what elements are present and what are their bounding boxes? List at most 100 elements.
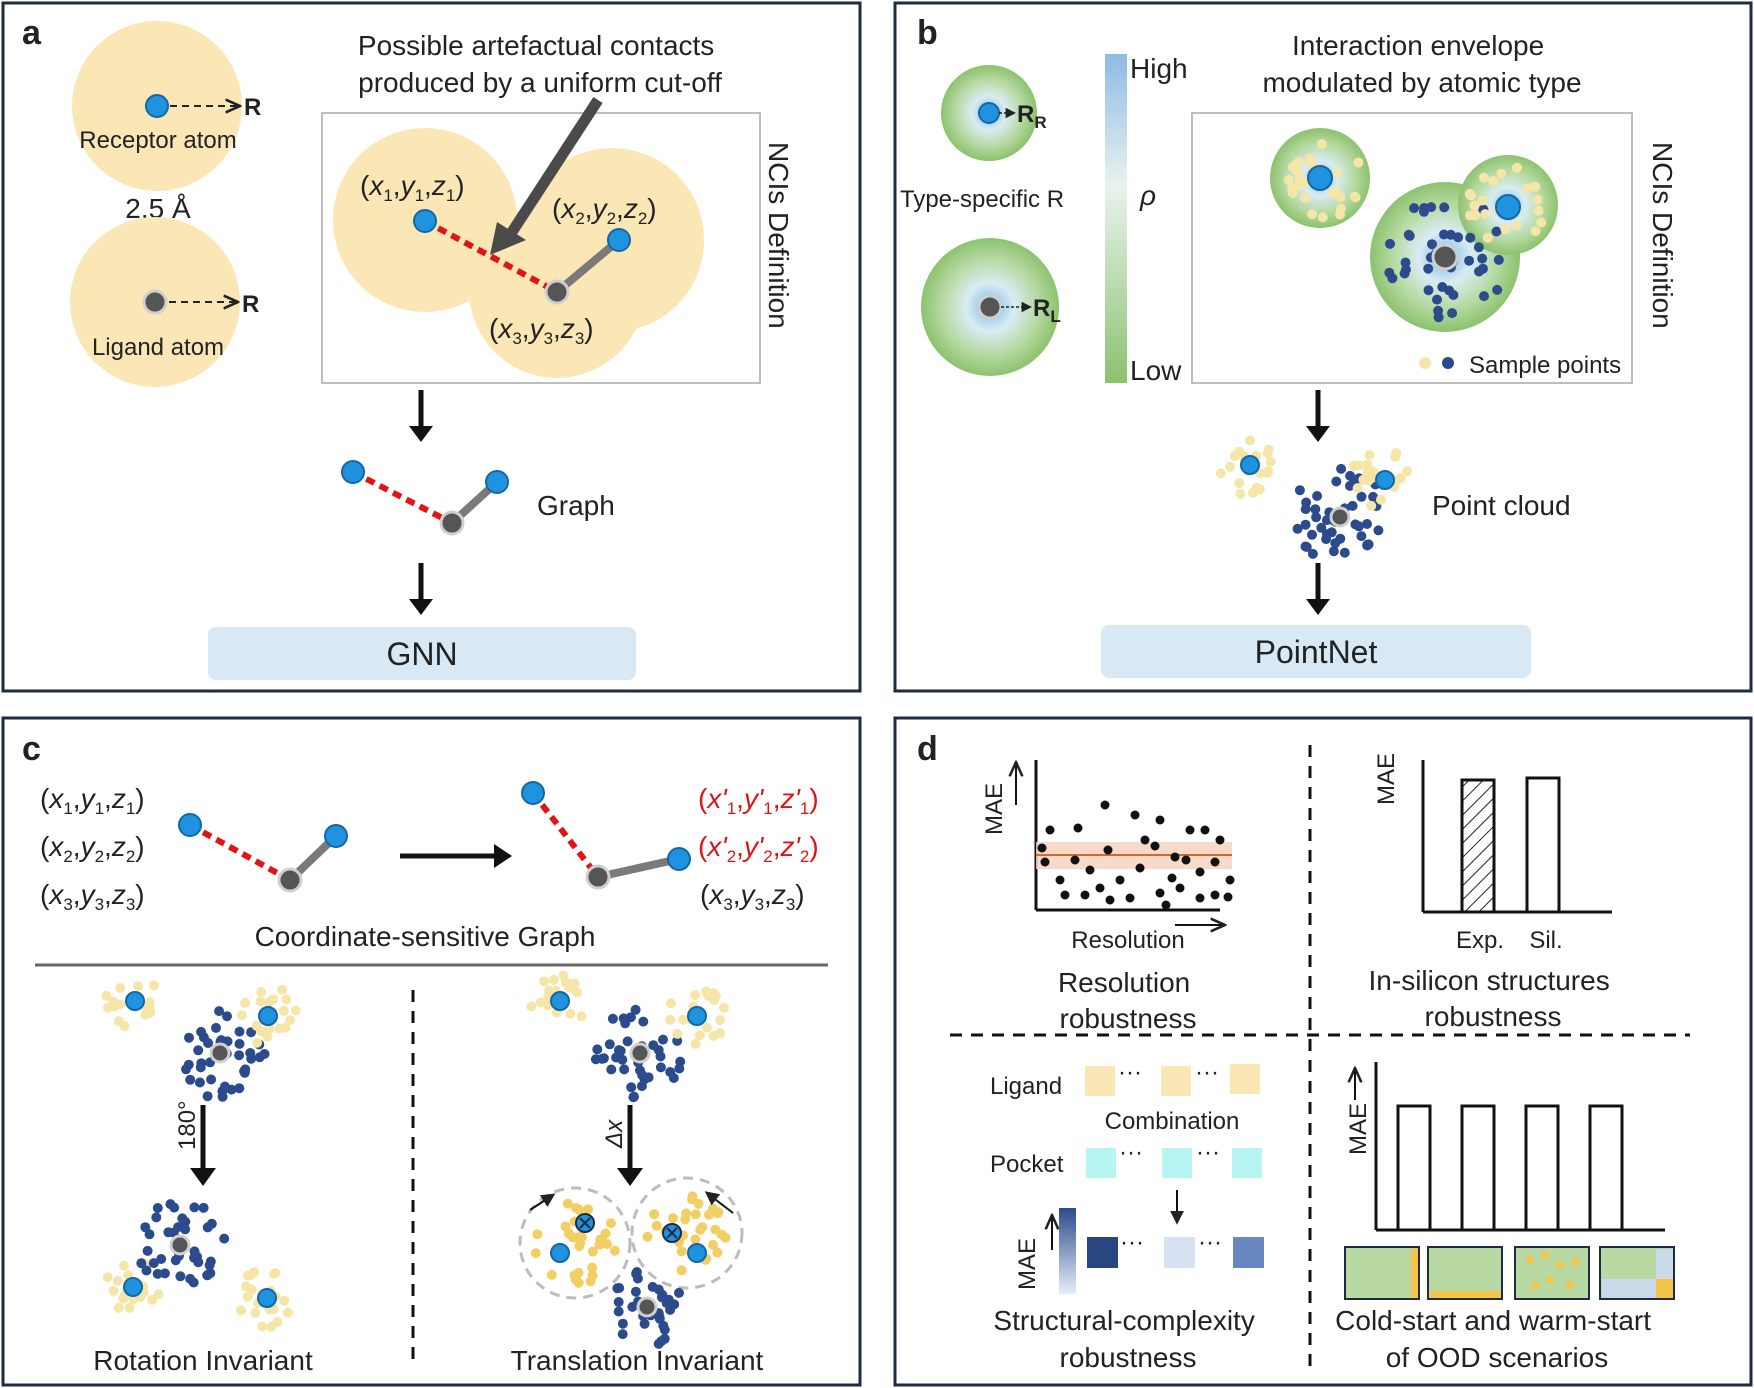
sample-point bbox=[1366, 500, 1377, 511]
sample-point bbox=[277, 984, 288, 995]
resolution-data-point bbox=[1073, 823, 1083, 833]
sample-point bbox=[1473, 242, 1484, 253]
resolution-data-point bbox=[1210, 857, 1220, 867]
ligand-atom-icon bbox=[209, 1042, 231, 1064]
sample-point bbox=[1496, 168, 1507, 179]
sample-point bbox=[246, 1284, 257, 1295]
sample-point bbox=[560, 1221, 571, 1232]
artefact-dashed-bond bbox=[423, 218, 559, 295]
sil-label: Sil. bbox=[1529, 927, 1562, 954]
sample-point bbox=[1536, 217, 1547, 228]
resolution-data-point bbox=[1181, 855, 1191, 865]
panel-c-frame bbox=[1, 716, 862, 1387]
ood-bar-3 bbox=[1524, 1104, 1560, 1232]
complexity-mae-scale bbox=[1059, 1208, 1076, 1294]
artefact-caption-line1: Possible artefactual contacts bbox=[358, 30, 714, 61]
sample-point bbox=[583, 1204, 594, 1215]
sample-point bbox=[1291, 166, 1302, 176]
sample-point bbox=[1350, 192, 1361, 203]
sample-point bbox=[246, 1053, 257, 1064]
artefact-caption-line2: produced by a uniform cut-off bbox=[358, 67, 722, 98]
sample-point bbox=[1300, 504, 1311, 515]
ligand-atom-icon bbox=[629, 1042, 651, 1064]
resolution-data-point bbox=[1105, 895, 1115, 905]
arrow-down-a1-head bbox=[409, 426, 433, 442]
ood-dot bbox=[1566, 1281, 1574, 1289]
sample-point bbox=[604, 1039, 615, 1050]
ood-dot bbox=[1571, 1258, 1579, 1266]
sample-point bbox=[630, 1286, 641, 1297]
resolution-data-point bbox=[1200, 825, 1210, 835]
panel-b: b RR Type-specific R RL High ρ Low Inter… bbox=[893, 1, 1753, 693]
resolution-data-point bbox=[1150, 841, 1160, 851]
graph-atom-3-icon bbox=[439, 510, 465, 536]
sample-point bbox=[269, 1269, 280, 1280]
sample-point bbox=[1310, 504, 1321, 515]
ligand-square-1 bbox=[1085, 1066, 1115, 1096]
sample-point bbox=[1373, 525, 1384, 536]
resolution-data-point bbox=[1070, 855, 1080, 865]
resolution-data-point bbox=[1055, 875, 1065, 885]
sample-point bbox=[532, 1229, 543, 1240]
sample-point bbox=[687, 1191, 698, 1202]
ood-tile-4-mark-corner bbox=[1656, 1279, 1673, 1298]
sample-point bbox=[249, 1267, 260, 1278]
rotation-invariant-label: Rotation Invariant bbox=[93, 1345, 313, 1376]
sample-point bbox=[1530, 226, 1541, 236]
sample-point bbox=[546, 1269, 557, 1280]
sample-point bbox=[1321, 515, 1332, 526]
shift-arrow-right bbox=[704, 1191, 734, 1214]
sample-point bbox=[151, 1212, 162, 1223]
resolution-data-point bbox=[1225, 875, 1235, 885]
ligand-ellipsis-2: ··· bbox=[1195, 1059, 1219, 1086]
resolution-data-point bbox=[1130, 810, 1140, 820]
c-right-coord-2: (x'2,y'2,z'2) bbox=[698, 831, 819, 866]
sample-point bbox=[674, 1287, 684, 1298]
resolution-points bbox=[1037, 800, 1235, 910]
sample-point bbox=[701, 1022, 712, 1033]
sample-point bbox=[695, 1224, 706, 1235]
sample-point bbox=[613, 1297, 624, 1307]
resolution-data-point bbox=[1161, 900, 1171, 910]
env-cloud-1-atom-icon bbox=[1307, 165, 1333, 191]
arrow-down-b1-head bbox=[1306, 426, 1330, 442]
sample-point bbox=[196, 1026, 207, 1037]
sample-point bbox=[658, 1034, 668, 1045]
sample-point bbox=[1362, 539, 1373, 550]
sample-point bbox=[544, 985, 555, 996]
sample-point bbox=[1426, 202, 1437, 213]
sample-point bbox=[170, 1255, 181, 1266]
sample-point bbox=[665, 1067, 676, 1077]
sample-point bbox=[1533, 205, 1544, 216]
type-specific-label: Type-specific R bbox=[900, 186, 1064, 213]
sample-point bbox=[635, 1065, 645, 1076]
sample-point bbox=[707, 1203, 718, 1214]
sample-point bbox=[1439, 202, 1450, 213]
ood-bar-1 bbox=[1396, 1104, 1432, 1232]
env-cloud-2-atom-icon bbox=[1431, 243, 1459, 271]
translation-invariant-label: Translation Invariant bbox=[511, 1345, 764, 1376]
sample-point bbox=[1522, 183, 1533, 194]
sample-point bbox=[617, 1054, 628, 1065]
sample-point bbox=[144, 1229, 155, 1240]
pocket-square-2 bbox=[1162, 1148, 1192, 1178]
sample-point bbox=[576, 1011, 587, 1022]
resolution-data-point bbox=[1135, 863, 1145, 873]
sample-point bbox=[1445, 229, 1456, 240]
sample-point bbox=[1293, 157, 1304, 167]
sample-point bbox=[108, 1285, 119, 1296]
artefact-caption: Possible artefactual contacts produced b… bbox=[358, 30, 722, 98]
sample-point bbox=[712, 1247, 723, 1258]
pocket-square-3 bbox=[1232, 1148, 1262, 1178]
sample-point bbox=[257, 1321, 268, 1332]
sample-point bbox=[1229, 451, 1240, 461]
ligand-ellipsis-1: ··· bbox=[1118, 1059, 1142, 1086]
panel-d-letter: d bbox=[917, 730, 938, 768]
panel-a-frame bbox=[1, 1, 862, 693]
resolution-data-point bbox=[1080, 890, 1090, 900]
pocket-ellipsis-1: ··· bbox=[1119, 1139, 1143, 1166]
resolution-data-point bbox=[1115, 875, 1125, 885]
sample-point bbox=[590, 1054, 601, 1065]
resolution-data-point bbox=[1037, 843, 1047, 853]
